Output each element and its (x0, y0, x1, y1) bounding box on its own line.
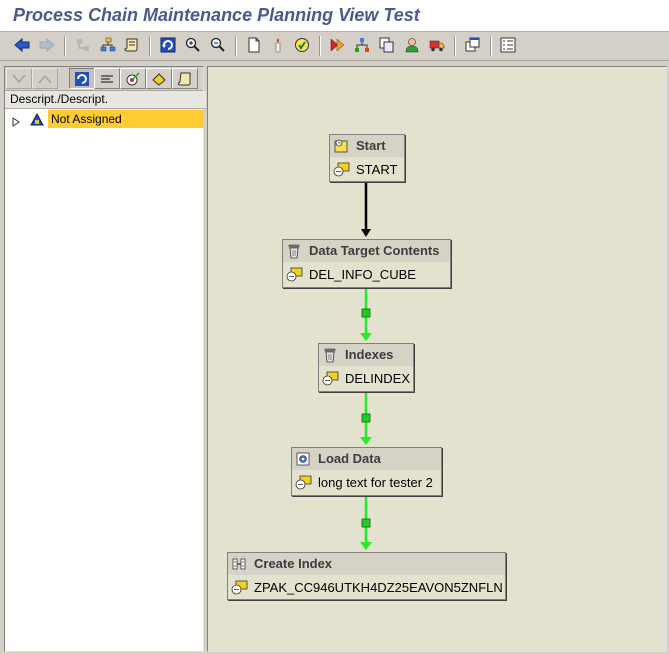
zoom-out-icon[interactable] (208, 35, 228, 55)
variant-icon (286, 266, 304, 287)
copy-icon[interactable] (377, 35, 397, 55)
trash-icon (286, 243, 302, 264)
node-variant: ZPAK_CC946UTKH4DZ25EAVON5ZNFLN (254, 580, 503, 595)
node-variant: START (356, 162, 398, 177)
node-title: Data Target Contents (309, 243, 440, 258)
index-icon (231, 556, 247, 577)
tree-toolbar (5, 67, 203, 91)
node-title: Indexes (345, 347, 394, 362)
node-variant: DELINDEX (345, 371, 411, 386)
process-node-load-data[interactable]: Load Data long text for tester 2 (291, 447, 442, 496)
network-icon[interactable] (352, 35, 372, 55)
expand-down-icon[interactable] (6, 68, 32, 89)
refresh-icon[interactable] (158, 35, 178, 55)
clock-icon (333, 138, 349, 159)
new-document-icon[interactable] (244, 35, 264, 55)
find-icon[interactable] (94, 68, 120, 89)
variant-icon (322, 370, 340, 391)
hierarchy-icon[interactable] (98, 35, 118, 55)
check-clock-icon[interactable] (292, 35, 312, 55)
process-node-create-index[interactable]: Create Index ZPAK_CC946UTKH4DZ25EAVON5ZN… (227, 552, 506, 600)
user-icon[interactable] (402, 35, 422, 55)
truck-icon[interactable] (427, 35, 447, 55)
variant-icon (231, 579, 249, 600)
column-header[interactable]: Descript./Descript. (5, 91, 206, 109)
process-node-indexes[interactable]: Indexes DELINDEX (318, 343, 414, 392)
process-node-start[interactable]: Start START (329, 134, 405, 182)
collapse-up-icon[interactable] (32, 68, 58, 89)
node-variant: DEL_INFO_CUBE (309, 267, 416, 282)
target-icon[interactable] (120, 68, 146, 89)
title-bar: Process Chain Maintenance Planning View … (0, 0, 669, 32)
process-chain-tree-panel: Descript./Descript. Not Assigned (4, 66, 206, 652)
load-icon (295, 451, 311, 472)
folder-tree-icon (29, 111, 45, 132)
variant-icon (333, 161, 351, 182)
window-title: Process Chain Maintenance Planning View … (13, 5, 420, 25)
eraser-icon[interactable] (146, 68, 172, 89)
script-icon[interactable] (172, 68, 198, 89)
planning-view-canvas[interactable]: Start START Data Target Contents DEL_INF… (207, 66, 667, 652)
trash-icon (322, 347, 338, 368)
variant-icon (295, 474, 313, 495)
process-node-data-target-contents[interactable]: Data Target Contents DEL_INFO_CUBE (282, 239, 451, 288)
list-icon[interactable] (498, 35, 518, 55)
zoom-in-icon[interactable] (183, 35, 203, 55)
node-title: Start (356, 138, 386, 153)
refresh-tree-icon[interactable] (69, 68, 95, 89)
windows-icon[interactable] (463, 35, 483, 55)
activate-schedule-icon[interactable] (328, 35, 348, 55)
scroll-icon[interactable] (122, 35, 142, 55)
tree-layout-icon[interactable] (73, 35, 93, 55)
node-title: Create Index (254, 556, 333, 571)
node-title: Load Data (318, 451, 381, 466)
candle-icon[interactable] (268, 35, 288, 55)
expand-triangle-icon[interactable] (12, 114, 20, 132)
tree-row-not-assigned[interactable]: Not Assigned (7, 110, 204, 128)
node-variant: long text for tester 2 (318, 475, 433, 490)
back-arrow-icon[interactable] (12, 35, 32, 55)
tree-label: Not Assigned (48, 110, 204, 128)
chain-links (360, 182, 372, 550)
forward-arrow-icon[interactable] (37, 35, 57, 55)
application-toolbar (0, 32, 669, 61)
